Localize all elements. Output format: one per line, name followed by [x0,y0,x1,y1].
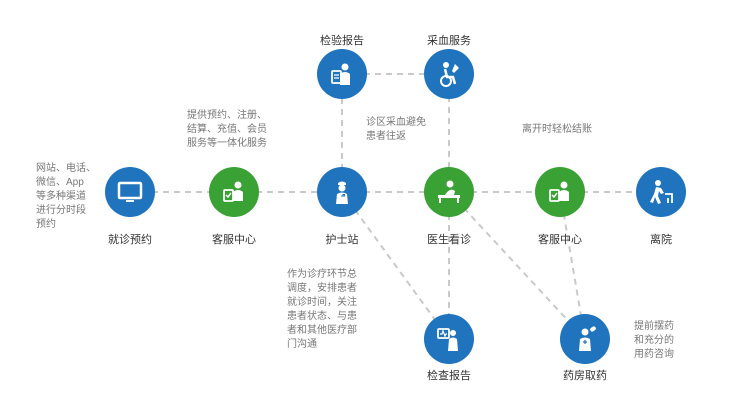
pharmacist-icon [579,326,596,351]
checkout-note: 离开时轻松结账 [522,124,592,135]
lab-report-label: 检验报告 [320,35,364,47]
discharge-label: 离院 [650,234,672,246]
service-center-label-1: 客服中心 [212,234,256,246]
nurse-station-node [317,167,367,217]
blood-description-note: 诊区采血避免 患者往返 [366,117,426,142]
lab-report-node [317,49,367,99]
connector-nurse-station-node-exam-report-node [341,191,450,340]
doctor-label: 医生看诊 [427,234,471,246]
pharmacy-node [560,314,610,364]
exam-report-icon [437,328,458,351]
discharge-node [636,167,686,217]
doctor-node [424,167,474,217]
service-center-node-1 [209,167,259,217]
blood-service-node [424,49,474,99]
blood-service-label: 采血服务 [427,35,471,47]
doctor-exam-icon [438,180,460,203]
pharmacy-label: 药房取药 [563,370,607,382]
nurse-station-label: 护士站 [325,234,359,246]
exam-report-label: 检查报告 [427,370,471,382]
monitor-icon [117,181,143,202]
connector-doctor-node-pharmacy-node [448,191,586,340]
customer-service-icon-2 [549,181,569,202]
walking-person-icon [650,180,673,204]
nurse-icon [336,181,348,204]
pharmacy-description-note: 提前摆药 和充分的 用药咨询 [634,321,674,360]
customer-service-icon [223,181,243,202]
lab-report-icon [331,63,350,85]
channels-note: 网站、电话、 微信、App 等多种渠道 进行分时段 预约 [36,163,96,230]
exam-report-node [424,314,474,364]
service-center-label-2: 客服中心 [538,234,582,246]
appointment-node [105,167,155,217]
service-description-note: 提供预约、注册、 结算、充值、会员 服务等一体化服务 [187,110,267,149]
appointment-label: 就诊预约 [108,234,152,246]
wheelchair-blood-icon [440,62,459,87]
nurse-description-note: 作为诊疗环节总 调度，安排患者 就诊时间，关注 患者状态、与患 者和其他医疗部 … [287,269,357,350]
service-center-node-2 [535,167,585,217]
